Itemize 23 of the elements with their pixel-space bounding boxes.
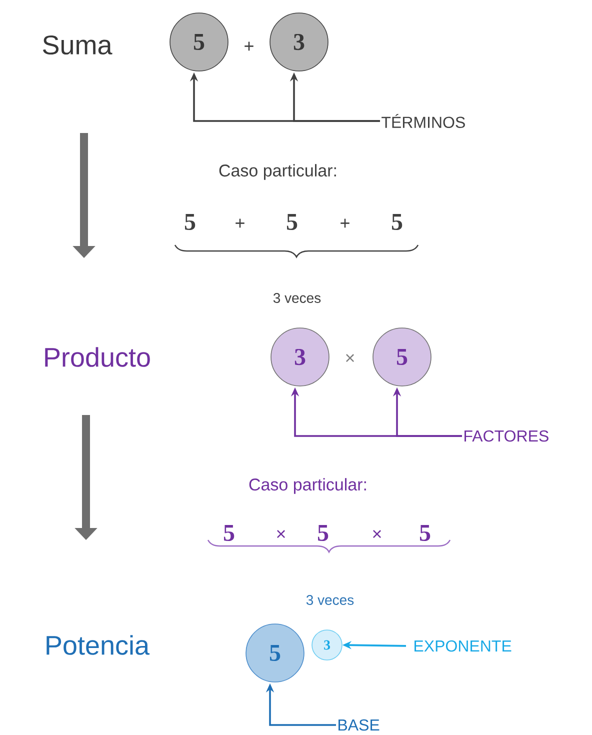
- callout-label: TÉRMINOS: [382, 114, 465, 128]
- callout-label: EXPONENTE: [414, 640, 512, 652]
- caption: Caso particular:: [219, 164, 336, 180]
- number: 5: [392, 214, 402, 230]
- count-label: 3 veces: [273, 293, 321, 303]
- operator: +: [244, 42, 254, 51]
- number: 5: [286, 214, 298, 230]
- operator: ×: [373, 530, 382, 538]
- count-label: 3 veces: [306, 595, 354, 605]
- callout-label: FACTORES: [464, 430, 548, 442]
- number: 5: [420, 525, 430, 541]
- operator: ×: [346, 354, 354, 362]
- number: 5: [224, 525, 234, 541]
- operator: ×: [277, 530, 286, 538]
- operator: +: [340, 218, 350, 228]
- operator: +: [236, 218, 244, 228]
- number: 5: [184, 214, 196, 230]
- number: 5: [318, 525, 328, 541]
- heading: Producto: [45, 347, 150, 367]
- heading: Suma: [42, 35, 112, 55]
- caption: Caso particular:: [249, 478, 366, 494]
- heading: Potencia: [46, 635, 150, 655]
- callout-label: BASE: [338, 719, 380, 731]
